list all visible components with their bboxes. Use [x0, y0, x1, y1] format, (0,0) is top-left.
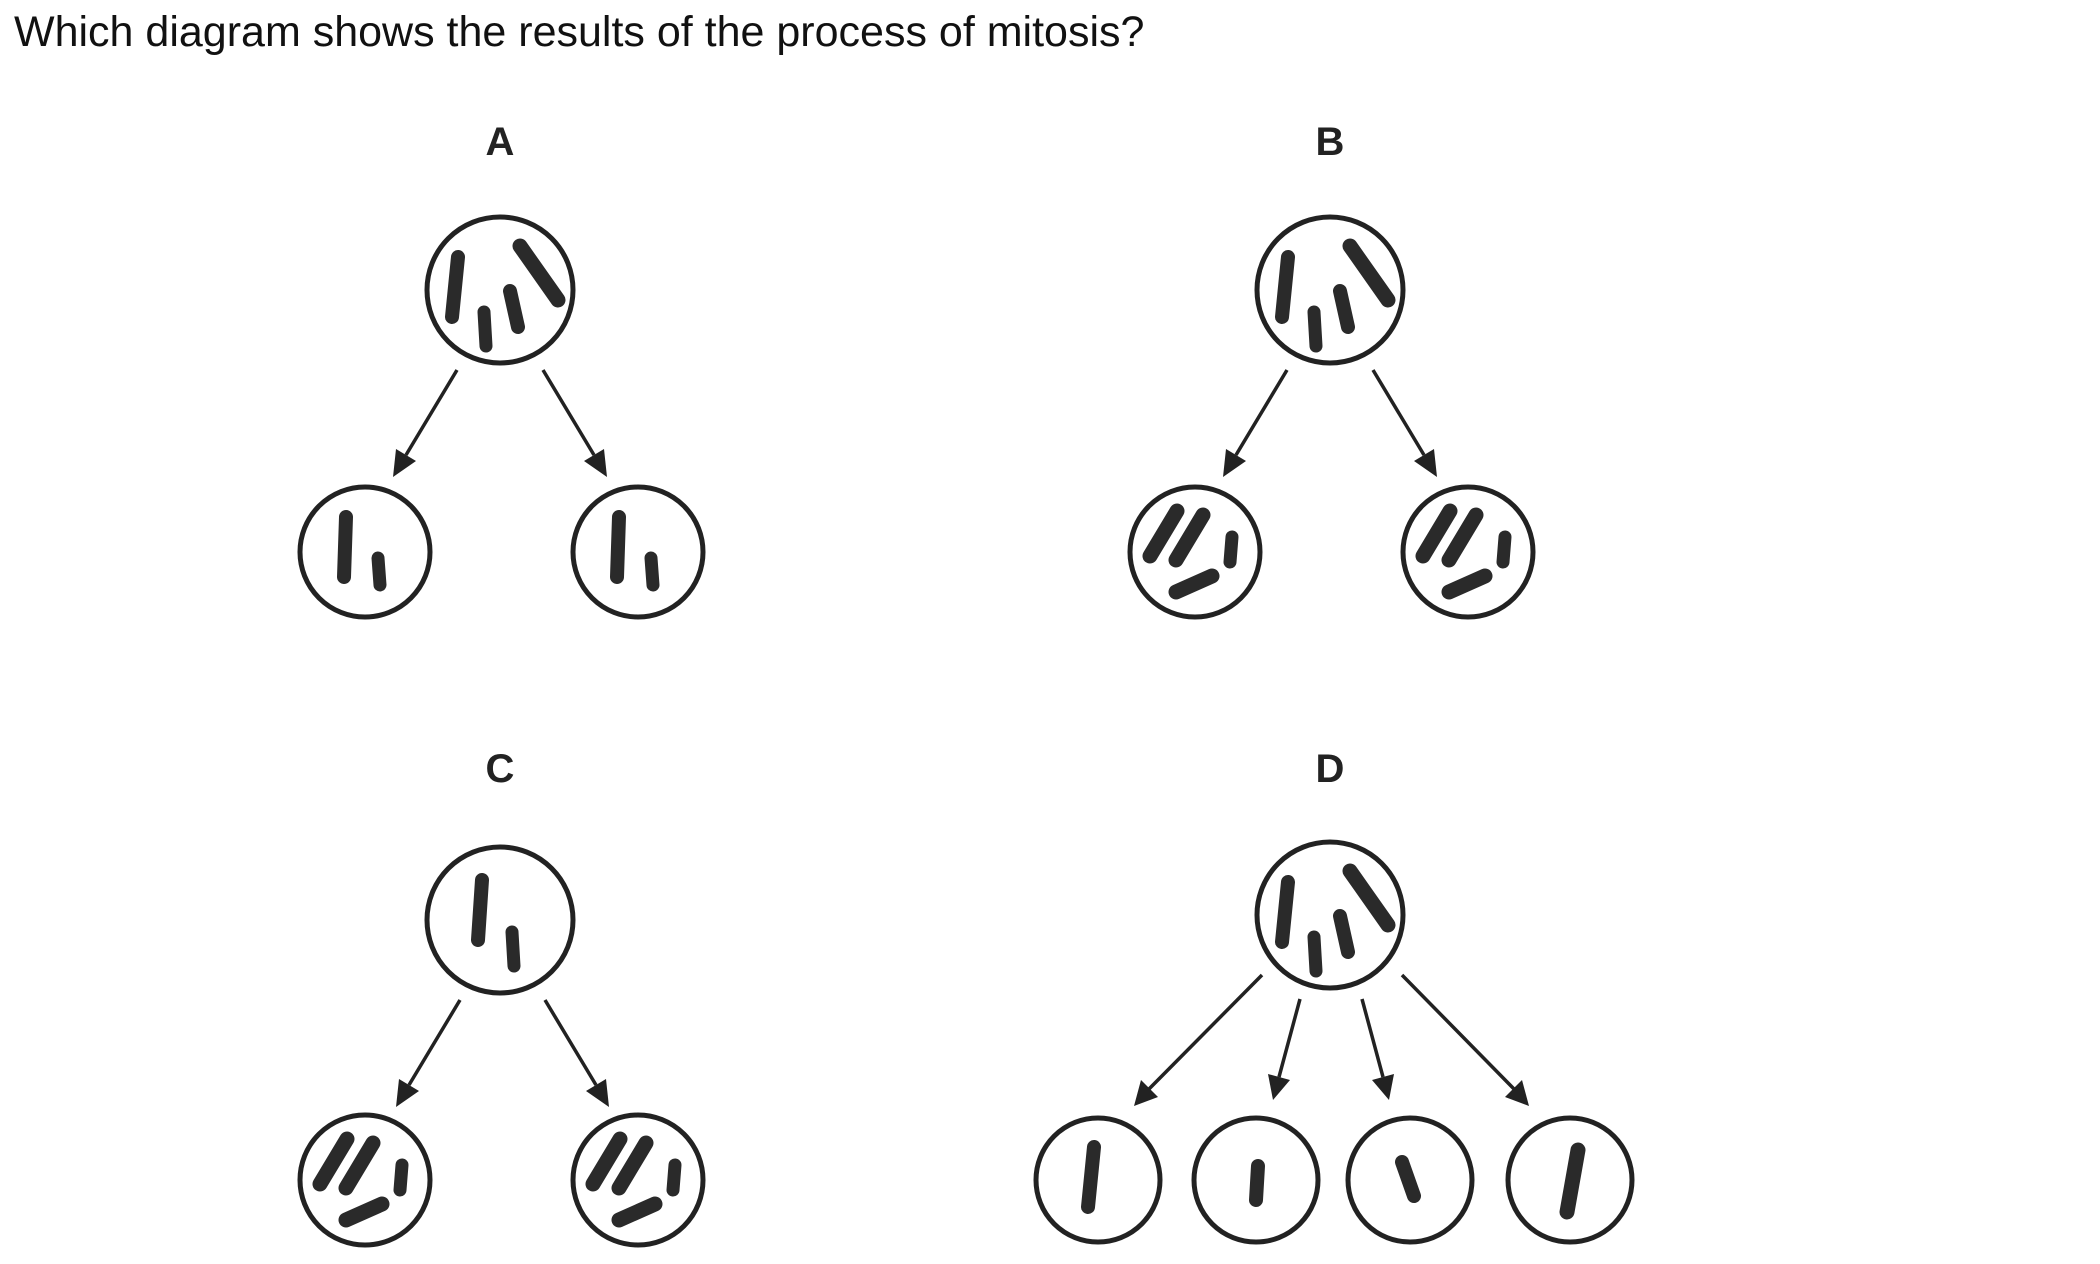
daughter-cell-c-right — [570, 1112, 706, 1248]
arrow-b-right — [1371, 369, 1437, 477]
cell-circle-icon — [424, 844, 576, 996]
chromosome-icon — [503, 284, 525, 334]
cell-circle-icon — [1400, 484, 1536, 620]
daughter-cell-a-left — [297, 484, 433, 620]
chromosome-icon — [393, 1158, 409, 1197]
chromosome-icon — [471, 873, 489, 947]
chromosome-icon — [1307, 305, 1323, 353]
chromosome-icon — [371, 551, 387, 592]
chromosome-icon — [1441, 568, 1493, 600]
daughter-cell-d-1 — [1033, 1115, 1163, 1245]
arrow-d-3 — [1360, 998, 1394, 1100]
chromosome-icon — [1307, 930, 1323, 978]
chromosome-icon — [1333, 909, 1355, 959]
down-arrow-icon — [1505, 1080, 1529, 1106]
arrow-d-1 — [1134, 973, 1264, 1106]
chromosome-icon — [1168, 507, 1211, 568]
daughter-cell-d-3 — [1345, 1115, 1475, 1245]
arrow-a-right — [541, 369, 607, 477]
chromosome-icon — [312, 1131, 355, 1192]
arrow-d-2 — [1268, 998, 1302, 1100]
daughter-cell-a-right — [570, 484, 706, 620]
cell-circle-icon — [570, 484, 706, 620]
down-arrow-icon — [393, 449, 416, 477]
chromosome-icon — [1559, 1142, 1586, 1220]
daughter-cell-c-left — [297, 1112, 433, 1248]
daughter-cell-d-4 — [1505, 1115, 1635, 1245]
chromosome-icon — [1275, 875, 1295, 949]
chromosome-icon — [1415, 503, 1458, 564]
chromosome-icon — [338, 1135, 381, 1196]
down-arrow-icon — [1223, 449, 1246, 477]
parent-cell-c — [424, 844, 576, 996]
cell-circle-icon — [297, 1112, 433, 1248]
down-arrow-icon — [1134, 1080, 1158, 1106]
chromosome-icon — [1342, 238, 1396, 308]
down-arrow-icon — [586, 1079, 609, 1107]
down-arrow-icon — [396, 1079, 419, 1107]
chromosome-icon — [445, 250, 465, 324]
arrow-c-left — [396, 999, 462, 1107]
chromosome-icon — [1441, 507, 1484, 568]
cell-circle-icon — [297, 484, 433, 620]
arrow-c-right — [543, 999, 609, 1107]
option-d-diagram — [1033, 839, 1635, 1245]
chromosome-icon — [338, 1196, 390, 1228]
chromosome-icon — [1142, 503, 1185, 564]
chromosome-icon — [512, 238, 566, 308]
down-arrow-icon — [1268, 1074, 1290, 1100]
chromosome-icon — [1496, 530, 1512, 569]
daughter-cell-b-right — [1400, 484, 1536, 620]
option-c-label: C — [486, 747, 515, 791]
chromosome-icon — [1333, 284, 1355, 334]
option-a-label: A — [486, 120, 515, 164]
chromosome-icon — [611, 1135, 654, 1196]
chromosome-icon — [1342, 863, 1396, 933]
chromosome-icon — [1249, 1159, 1265, 1207]
chromosome-icon — [477, 305, 493, 353]
chromosome-icon — [611, 1196, 663, 1228]
chromosome-icon — [666, 1158, 682, 1197]
down-arrow-icon — [1372, 1074, 1394, 1100]
down-arrow-icon — [1414, 449, 1437, 477]
parent-cell-a — [424, 214, 576, 366]
chromosome-icon — [1168, 568, 1220, 600]
option-b-diagram — [1127, 214, 1536, 620]
arrow-d-4 — [1400, 973, 1529, 1106]
chromosome-icon — [1275, 250, 1295, 324]
chromosome-icon — [585, 1131, 628, 1192]
chromosome-icon — [1081, 1140, 1101, 1214]
chromosome-icon — [610, 510, 626, 584]
cell-circle-icon — [570, 1112, 706, 1248]
option-b-label: B — [1316, 120, 1345, 164]
daughter-cell-b-left — [1127, 484, 1263, 620]
chromosome-icon — [505, 925, 521, 973]
daughter-cell-d-2 — [1191, 1115, 1321, 1245]
parent-cell-d — [1254, 839, 1406, 991]
question-text: Which diagram shows the results of the p… — [14, 8, 1145, 56]
chromosome-icon — [1223, 530, 1239, 569]
parent-cell-b — [1254, 214, 1406, 366]
option-d-label: D — [1316, 747, 1345, 791]
down-arrow-icon — [584, 449, 607, 477]
cell-circle-icon — [1033, 1115, 1163, 1245]
arrow-a-left — [393, 369, 459, 477]
chromosome-icon — [644, 551, 660, 592]
chromosome-icon — [337, 510, 353, 584]
option-a-diagram — [297, 214, 706, 620]
arrow-b-left — [1223, 369, 1289, 477]
chromosome-icon — [1395, 1155, 1421, 1203]
option-c-diagram — [297, 844, 706, 1248]
cell-circle-icon — [1127, 484, 1263, 620]
